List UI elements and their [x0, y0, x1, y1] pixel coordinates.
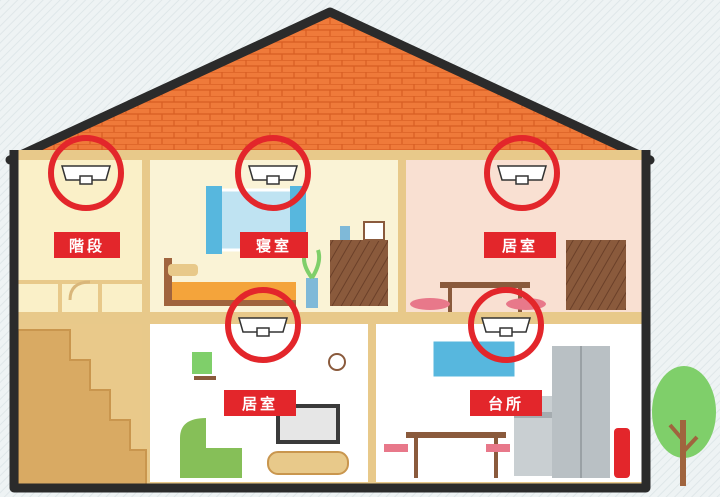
label-stairs-text: 階段: [69, 237, 105, 255]
divider-upper-right: [398, 158, 406, 318]
lower-living-furniture: [180, 352, 349, 478]
label-living-lower: 居室: [224, 390, 296, 416]
label-bedroom: 寝室: [240, 232, 308, 258]
label-living-upper: 居室: [484, 232, 556, 258]
stair-curve: [68, 280, 91, 301]
divider-lower-right: [368, 320, 376, 486]
detector-kitchen: [468, 287, 544, 363]
label-stairs: 階段: [54, 232, 120, 258]
detector-living-upper: [484, 135, 560, 211]
detector-stairs: [48, 135, 124, 211]
smoke-detector-icon: [61, 165, 111, 185]
detector-bedroom: [235, 135, 311, 211]
smoke-detector-icon: [238, 317, 288, 337]
label-kitchen-text: 台所: [488, 395, 524, 413]
floor-beam: [14, 312, 646, 324]
tree-icon: [652, 366, 716, 486]
smoke-detector-icon: [248, 165, 298, 185]
label-living-lower-text: 居室: [242, 395, 278, 413]
smoke-detector-icon: [497, 165, 547, 185]
label-living-upper-text: 居室: [502, 237, 538, 255]
dresser: [330, 221, 388, 306]
divider-upper-left: [142, 158, 150, 318]
label-bedroom-text: 寝室: [256, 237, 292, 255]
upper-living-furniture: [410, 240, 626, 312]
bedroom-plant: [302, 249, 322, 308]
house-frame: [9, 150, 651, 493]
smoke-detector-icon: [481, 317, 531, 337]
detector-living-lower: [225, 287, 301, 363]
divider-lower-left: [142, 320, 150, 486]
ceiling-beam: [14, 150, 646, 160]
label-kitchen: 台所: [470, 390, 542, 416]
